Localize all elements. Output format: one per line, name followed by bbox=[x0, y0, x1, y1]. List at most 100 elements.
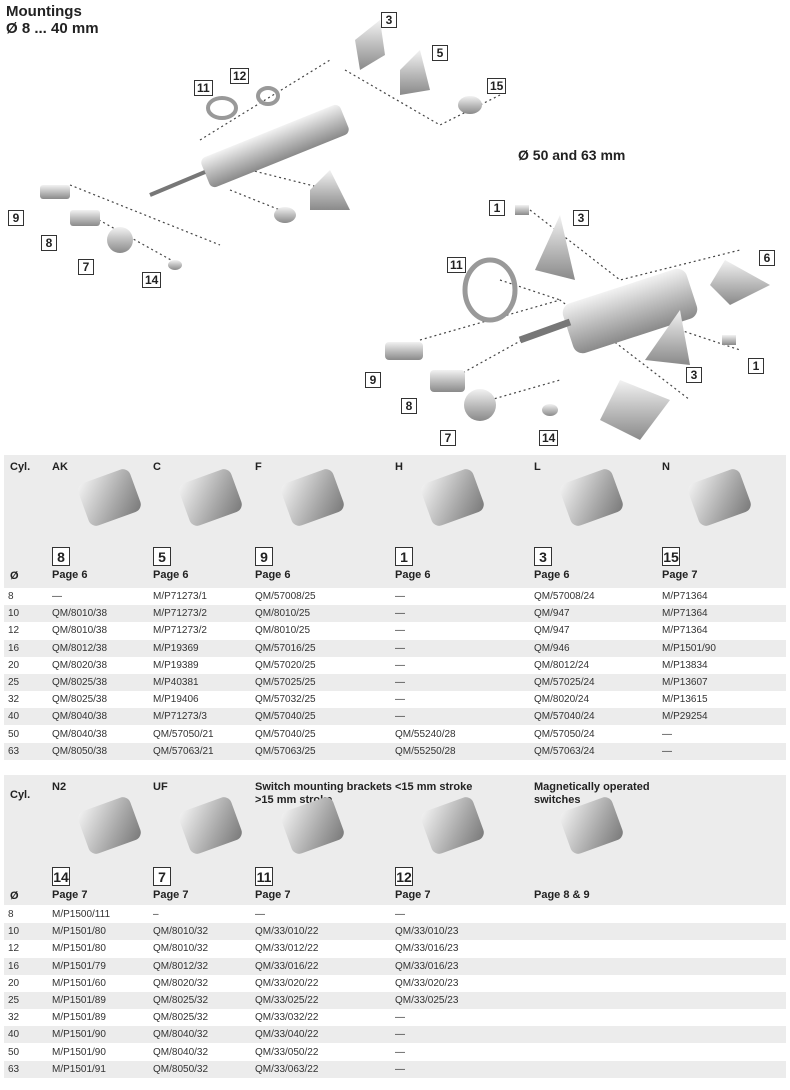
part-number: QM/8020/32 bbox=[153, 977, 209, 989]
part-number: M/P29254 bbox=[662, 711, 708, 723]
title-line-2: Ø 8 ... 40 mm bbox=[6, 20, 99, 37]
part-number: QM/33/010/23 bbox=[395, 926, 459, 938]
part-number: M/P1501/89 bbox=[52, 995, 106, 1006]
bore-diameter: 20 bbox=[8, 659, 20, 671]
part-number: QM/8040/38 bbox=[52, 728, 108, 740]
part-number: M/P71273/2 bbox=[153, 625, 207, 637]
part-number: M/P1501/60 bbox=[52, 977, 106, 989]
item-number-box: 8 bbox=[52, 547, 70, 566]
title-line-1: Mountings bbox=[6, 3, 82, 20]
page-reference: Page 7 bbox=[255, 889, 291, 901]
bore-diameter: 8 bbox=[8, 909, 14, 920]
part-number: QM/33/025/22 bbox=[255, 995, 319, 1006]
part-number: — bbox=[662, 728, 672, 740]
page-reference: Page 6 bbox=[52, 569, 88, 581]
part-number: — bbox=[395, 1063, 405, 1075]
bore-diameter: 12 bbox=[8, 943, 20, 955]
large-bore-heading: Ø 50 and 63 mm bbox=[518, 147, 626, 163]
table2-column-code: <15 mm stroke bbox=[395, 781, 473, 793]
part-number: M/P40381 bbox=[153, 677, 199, 688]
bore-diameter: 63 bbox=[8, 745, 20, 757]
item-number-box: 12 bbox=[395, 867, 413, 886]
part-number: QM/8012/38 bbox=[52, 642, 108, 654]
part-number: QM/57008/25 bbox=[255, 591, 316, 602]
page-reference: Page 6 bbox=[395, 569, 431, 581]
part-number: — bbox=[395, 1012, 405, 1024]
table2-column-code: UF bbox=[153, 781, 168, 793]
bore-diameter: 12 bbox=[8, 625, 20, 637]
part-number: QM/947 bbox=[534, 608, 570, 620]
part-number: M/P1501/90 bbox=[52, 1029, 106, 1041]
part-number: — bbox=[395, 677, 405, 688]
part-number: QM/33/050/22 bbox=[255, 1046, 319, 1058]
part-number: QM/8010/38 bbox=[52, 608, 108, 620]
part-number: QM/33/020/22 bbox=[255, 977, 319, 989]
part-number: M/P71364 bbox=[662, 625, 708, 637]
page-reference: Page 7 bbox=[662, 569, 698, 581]
bore-diameter: 40 bbox=[8, 711, 20, 723]
table2-diameter-label: Ø bbox=[10, 890, 19, 902]
part-number: QM/33/012/22 bbox=[255, 943, 319, 955]
diagram-callout: 3 bbox=[381, 12, 397, 28]
diagram-callout: 1 bbox=[489, 200, 505, 216]
part-number: — bbox=[52, 591, 62, 602]
part-number: QM/8025/38 bbox=[52, 694, 108, 706]
part-number: QM/33/032/22 bbox=[255, 1012, 319, 1024]
part-number: QM/55240/28 bbox=[395, 728, 456, 740]
diagram-callout: 9 bbox=[365, 372, 381, 388]
table2-cyl-label: Cyl. bbox=[10, 789, 31, 801]
diagram-callout: 8 bbox=[401, 398, 417, 414]
diagram-callout: 3 bbox=[573, 210, 589, 226]
part-number: M/P13615 bbox=[662, 694, 708, 706]
part-number: QM/8025/32 bbox=[153, 995, 209, 1006]
table1-column-code: AK bbox=[52, 461, 68, 473]
part-number: QM/57032/25 bbox=[255, 694, 316, 706]
page-reference: Page 8 & 9 bbox=[534, 889, 590, 901]
part-number: QM/55250/28 bbox=[395, 745, 456, 757]
part-number: QM/57050/24 bbox=[534, 728, 595, 740]
part-number: M/P13834 bbox=[662, 659, 708, 671]
small-cylinder-drawing bbox=[40, 20, 482, 270]
part-number: QM/8010/25 bbox=[255, 625, 311, 637]
part-number: M/P1501/91 bbox=[52, 1063, 106, 1075]
part-number: QM/33/016/22 bbox=[255, 960, 319, 972]
item-number-box: 7 bbox=[153, 867, 171, 886]
part-number: QM/8050/32 bbox=[153, 1063, 209, 1075]
part-number: QM/8010/32 bbox=[153, 926, 209, 938]
part-number: M/P19406 bbox=[153, 694, 199, 706]
page-reference: Page 6 bbox=[255, 569, 291, 581]
part-number: QM/57008/24 bbox=[534, 591, 595, 602]
diagram-callout: 14 bbox=[142, 272, 162, 288]
part-number: QM/57025/24 bbox=[534, 677, 595, 688]
part-number: M/P1501/80 bbox=[52, 943, 106, 955]
part-number: — bbox=[395, 909, 405, 920]
bore-diameter: 32 bbox=[8, 694, 20, 706]
part-number: QM/57040/25 bbox=[255, 711, 316, 723]
part-number: – bbox=[153, 909, 159, 920]
bore-diameter: 63 bbox=[8, 1063, 20, 1075]
part-number: QM/57025/25 bbox=[255, 677, 316, 688]
part-number: QM/57050/21 bbox=[153, 728, 214, 740]
part-number: QM/57020/25 bbox=[255, 659, 316, 671]
bore-diameter: 8 bbox=[8, 591, 14, 602]
diagram-callout: 15 bbox=[487, 78, 507, 94]
part-number: QM/33/010/22 bbox=[255, 926, 319, 938]
part-number: QM/33/016/23 bbox=[395, 943, 459, 955]
part-number: — bbox=[395, 694, 405, 706]
diagram-callout: 7 bbox=[78, 259, 94, 275]
part-number: QM/33/020/23 bbox=[395, 977, 459, 989]
diagram-callout: 6 bbox=[759, 250, 775, 266]
bore-diameter: 10 bbox=[8, 926, 20, 938]
page-reference: Page 7 bbox=[395, 889, 431, 901]
page-reference: Page 6 bbox=[153, 569, 189, 581]
diagram-callout: 12 bbox=[230, 68, 250, 84]
